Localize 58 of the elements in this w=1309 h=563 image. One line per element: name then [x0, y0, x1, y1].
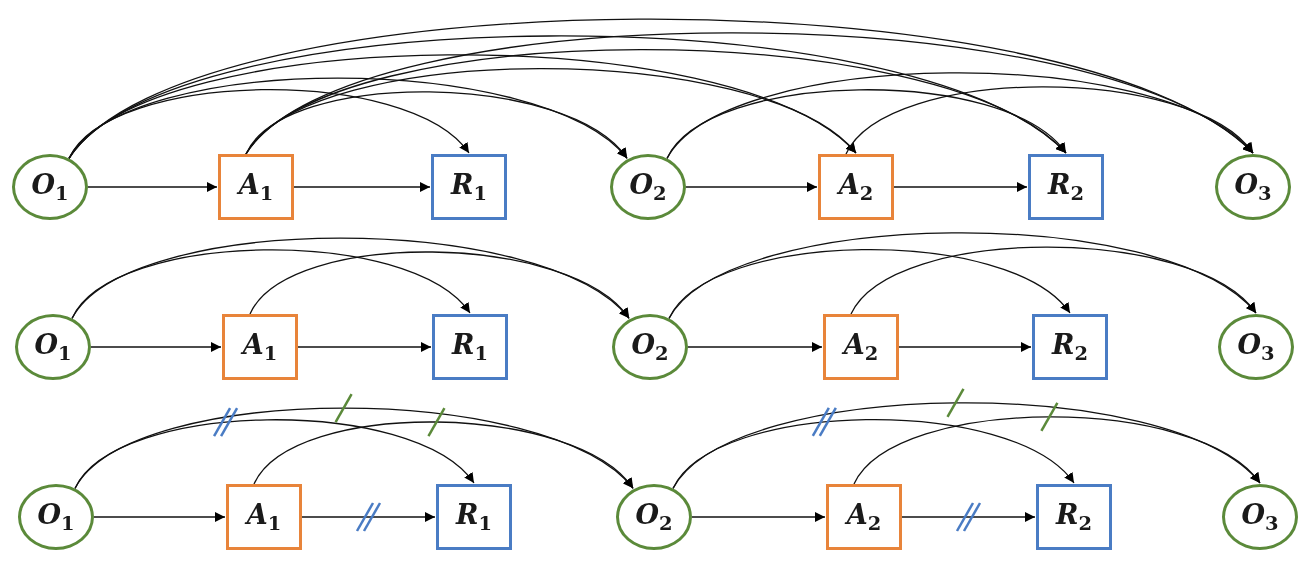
node-label: O$_{3}$ — [1234, 169, 1272, 205]
node-label: O$_{1}$ — [31, 169, 69, 205]
state-box — [226, 484, 302, 550]
node-label: A$_{2}$ — [838, 169, 874, 205]
arrow — [87, 182, 218, 192]
node-label: R$_{1}$ — [452, 329, 488, 365]
arrow — [71, 237, 630, 320]
node-label: A$_{1}$ — [238, 169, 274, 205]
arrow — [297, 342, 432, 352]
state-box — [1036, 484, 1112, 550]
arrow — [93, 512, 226, 522]
state-box — [826, 484, 902, 550]
arrow — [68, 77, 628, 160]
arrow — [893, 182, 1028, 192]
node-label: O$_{1}$ — [34, 329, 72, 365]
arrow — [301, 512, 436, 522]
node-label: A$_{1}$ — [242, 329, 278, 365]
node-label: R$_{1}$ — [456, 499, 492, 535]
arrow — [853, 416, 1261, 485]
state-box — [218, 154, 294, 220]
arrow — [293, 182, 431, 192]
arrow — [850, 246, 1257, 315]
arrow — [685, 182, 818, 192]
state-box — [1032, 314, 1108, 380]
arrow — [668, 232, 1257, 320]
arrow — [245, 91, 628, 159]
node-label: A$_{2}$ — [846, 499, 882, 535]
state-box — [222, 314, 298, 380]
node-label: O$_{2}$ — [635, 499, 673, 535]
node-label: A$_{1}$ — [246, 499, 282, 535]
node-label: A$_{2}$ — [843, 329, 879, 365]
state-box — [432, 314, 508, 380]
arrow — [249, 251, 630, 319]
arrow — [901, 512, 1036, 522]
arrow — [90, 342, 222, 352]
arrow — [74, 407, 634, 490]
state-box — [436, 484, 512, 550]
node-label: O$_{3}$ — [1241, 499, 1279, 535]
state-box — [823, 314, 899, 380]
node-label: R$_{2}$ — [1052, 329, 1088, 365]
arrow — [845, 86, 1254, 155]
node-label: O$_{1}$ — [37, 499, 75, 535]
node-label: R$_{2}$ — [1056, 499, 1092, 535]
arrow — [687, 342, 823, 352]
arrow — [245, 67, 857, 155]
state-box — [818, 154, 894, 220]
node-label: R$_{2}$ — [1048, 169, 1084, 205]
node-label: O$_{2}$ — [629, 169, 667, 205]
state-box — [1028, 154, 1104, 220]
arrow — [691, 512, 826, 522]
node-label: O$_{3}$ — [1237, 329, 1275, 365]
arrow — [672, 402, 1261, 490]
arrow — [666, 72, 1254, 160]
arrow — [253, 421, 634, 489]
arrow — [898, 342, 1032, 352]
node-label: O$_{2}$ — [631, 329, 669, 365]
state-box — [431, 154, 507, 220]
node-label: R$_{1}$ — [451, 169, 487, 205]
